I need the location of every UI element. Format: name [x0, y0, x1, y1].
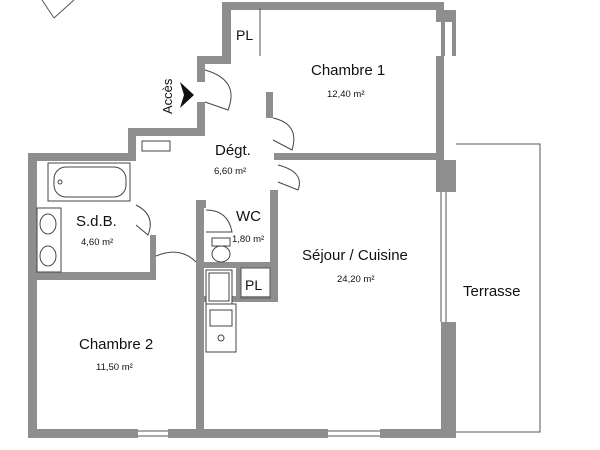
- terrasse-outline: [456, 143, 541, 433]
- room-area-degt: 6,60 m²: [214, 166, 246, 177]
- room-name-terrasse: Terrasse: [463, 283, 521, 300]
- entrance: Accès: [160, 78, 194, 114]
- room-area-sejour: 24,20 m²: [337, 274, 375, 285]
- cropped-corner-lines: [41, 0, 75, 19]
- pl-mid-label: PL: [245, 277, 262, 293]
- kitchen-unit-icon: [205, 269, 237, 353]
- room-name-sejour: Séjour / Cuisine: [302, 247, 408, 264]
- room-area-sdb: 4,60 m²: [81, 237, 113, 248]
- room-name-wc: WC: [236, 208, 261, 225]
- room-name-sdb: S.d.B.: [76, 213, 117, 230]
- room-name-chambre2: Chambre 2: [79, 336, 153, 353]
- bathtub-icon: [47, 162, 131, 202]
- room-area-chambre2: 11,50 m²: [96, 362, 133, 373]
- walls: [28, 2, 456, 438]
- entrance-label: Accès: [160, 78, 175, 114]
- double-sink-icon: [36, 207, 62, 273]
- toilet-icon: [211, 237, 231, 263]
- room-area-chambre1: 12,40 m²: [327, 89, 365, 100]
- doors: [135, 69, 300, 263]
- room-area-wc: 1,80 m²: [232, 234, 264, 245]
- room-name-degt: Dégt.: [215, 142, 251, 159]
- fixtures: [36, 140, 271, 353]
- windows: [138, 8, 447, 437]
- arrow-down-right-icon: [180, 82, 194, 108]
- pl-mid-closet: [240, 267, 271, 299]
- room-labels: PL PL Chambre 1 12,40 m² Dégt. 6,60 m² S…: [76, 27, 521, 373]
- pl-top-label: PL: [236, 27, 253, 43]
- room-name-chambre1: Chambre 1: [311, 62, 385, 79]
- vent-icon: [141, 140, 171, 152]
